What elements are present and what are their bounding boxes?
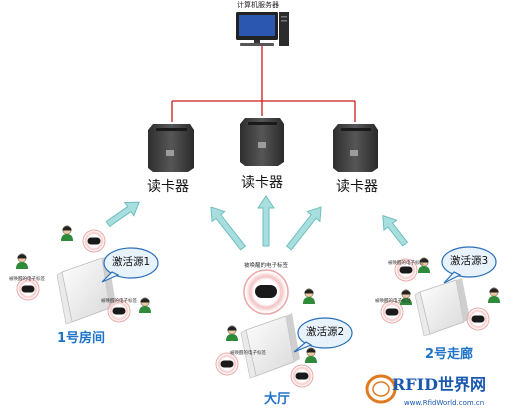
reader-device-3 <box>333 124 378 172</box>
watermark-brand: RFID世界网 <box>392 375 487 394</box>
activator-bubble-3 <box>441 246 497 284</box>
person-icon <box>225 325 239 342</box>
area-label-hall: 大厅 <box>264 392 291 407</box>
area-label-room1: 1号房间 <box>57 331 106 346</box>
watermark-url: www.RfidWorld.com.cn <box>404 399 485 407</box>
person-icon <box>304 347 318 364</box>
reader-label-3: 读卡器 <box>336 179 378 195</box>
center-tag-label: 被唤醒的电子标签 <box>244 263 289 269</box>
room1-tag-top <box>82 229 106 253</box>
room1-tag-label-left: 被唤醒的电子标签 <box>9 277 45 282</box>
watermark-logo-icon <box>365 374 397 404</box>
room1-activator-device <box>56 256 116 325</box>
corridor-tag-label-top: 被唤醒的电子标签 <box>388 261 424 266</box>
activator-label-2: 激活源2 <box>306 326 345 338</box>
signal-arrows <box>105 195 409 251</box>
arrow-corridor-to-reader3 <box>382 214 409 247</box>
corridor-tag-label-left: 被唤醒的电子标签 <box>375 299 411 304</box>
activator-bubble-1 <box>101 247 159 283</box>
person-icon <box>60 225 74 242</box>
reader-label-1: 读卡器 <box>147 179 189 195</box>
network-lines <box>171 46 356 122</box>
arrow-center-to-reader1 <box>210 206 247 251</box>
corridor-activator-device <box>414 278 470 337</box>
hall-activator-device <box>240 313 300 379</box>
person-icon <box>15 253 29 270</box>
corridor-tag-right <box>466 307 490 331</box>
person-icon <box>138 297 152 314</box>
room1-tag-label-right: 被唤醒的电子标签 <box>101 299 137 304</box>
activator-bubble-2 <box>293 317 353 353</box>
person-icon <box>302 288 316 305</box>
arrow-center-to-reader3 <box>285 206 322 251</box>
server-computer-icon <box>236 12 289 46</box>
reader-label-2: 读卡器 <box>241 175 283 191</box>
arrow-center-to-reader2 <box>257 195 275 247</box>
activator-label-3: 激活源3 <box>450 255 489 267</box>
activator-label-1: 激活源1 <box>112 256 151 268</box>
arrow-room1-to-reader1 <box>105 201 140 228</box>
server-label: 计算机服务器 <box>237 1 279 9</box>
hall-tag-label-left: 被唤醒的电子标签 <box>230 351 266 356</box>
reader-device-2 <box>240 118 284 166</box>
area-label-corridor2: 2号走廊 <box>425 347 474 362</box>
reader-device-1 <box>148 124 194 172</box>
hall-tag-right <box>290 364 314 388</box>
person-icon <box>487 287 501 304</box>
center-tag-glow <box>243 269 289 315</box>
